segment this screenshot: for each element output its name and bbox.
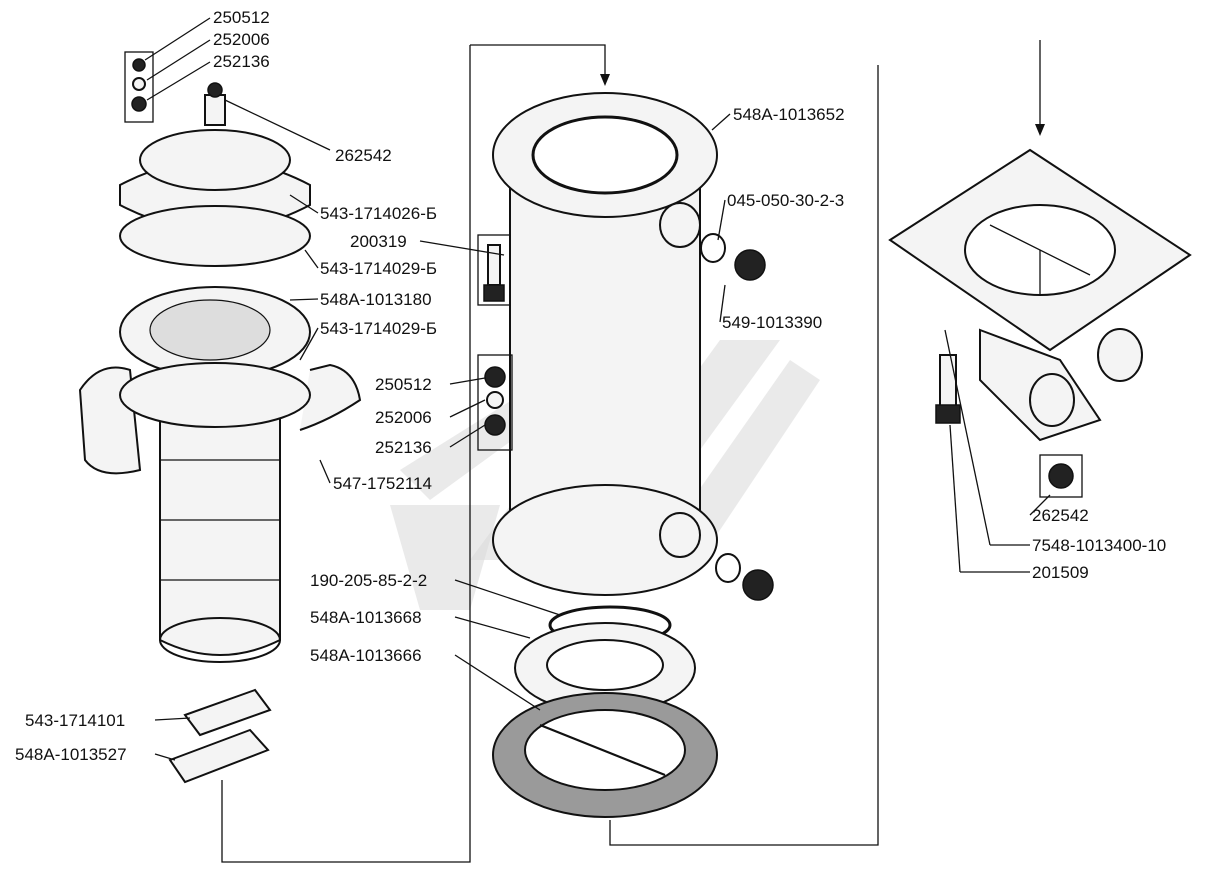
housing-body — [492, 92, 774, 601]
part-label: 543-1714026-Б — [320, 204, 437, 223]
part-label: 543-1714029-Б — [320, 259, 437, 278]
leader-lines — [144, 17, 1051, 761]
part-label: 190-205-85-2-2 — [310, 571, 427, 590]
part-label: 250512 — [213, 8, 270, 27]
part-label: 547-1752114 — [333, 474, 432, 493]
part-label: 7548-1013400-10 — [1032, 536, 1166, 555]
part-label: 262542 — [335, 146, 392, 165]
part-label: 549-1013390 — [722, 313, 822, 332]
top-cap — [119, 51, 311, 267]
flange-ring — [514, 622, 696, 714]
part-label: 200319 — [350, 232, 407, 251]
base-plate — [492, 692, 718, 818]
part-labels: 250512 252006 252136 262542 543-1714026-… — [15, 8, 1166, 764]
part-label: 548А-1013666 — [310, 646, 422, 665]
part-label: 548А-1013180 — [320, 290, 432, 309]
part-label: 250512 — [375, 375, 432, 394]
part-label: 252006 — [213, 30, 270, 49]
part-label: 548А-1013652 — [733, 105, 845, 124]
bolt-and-washers — [477, 234, 513, 451]
part-label: 548А-1013668 — [310, 608, 422, 627]
part-label: 252006 — [375, 408, 432, 427]
heat-exchanger-core — [78, 362, 362, 663]
outlet-housing — [888, 148, 1192, 498]
part-label: 201509 — [1032, 563, 1089, 582]
tube-plate — [119, 286, 311, 378]
part-label: 543-1714029-Б — [320, 319, 437, 338]
baffle-strips — [168, 688, 272, 784]
part-label: 543-1714101 — [25, 711, 125, 730]
part-label: 548А-1013527 — [15, 745, 127, 764]
part-label: 252136 — [375, 438, 432, 457]
assembly-arrows — [221, 40, 1045, 863]
part-label: 262542 — [1032, 506, 1089, 525]
part-label: 252136 — [213, 52, 270, 71]
part-label: 045-050-30-2-3 — [727, 191, 844, 210]
